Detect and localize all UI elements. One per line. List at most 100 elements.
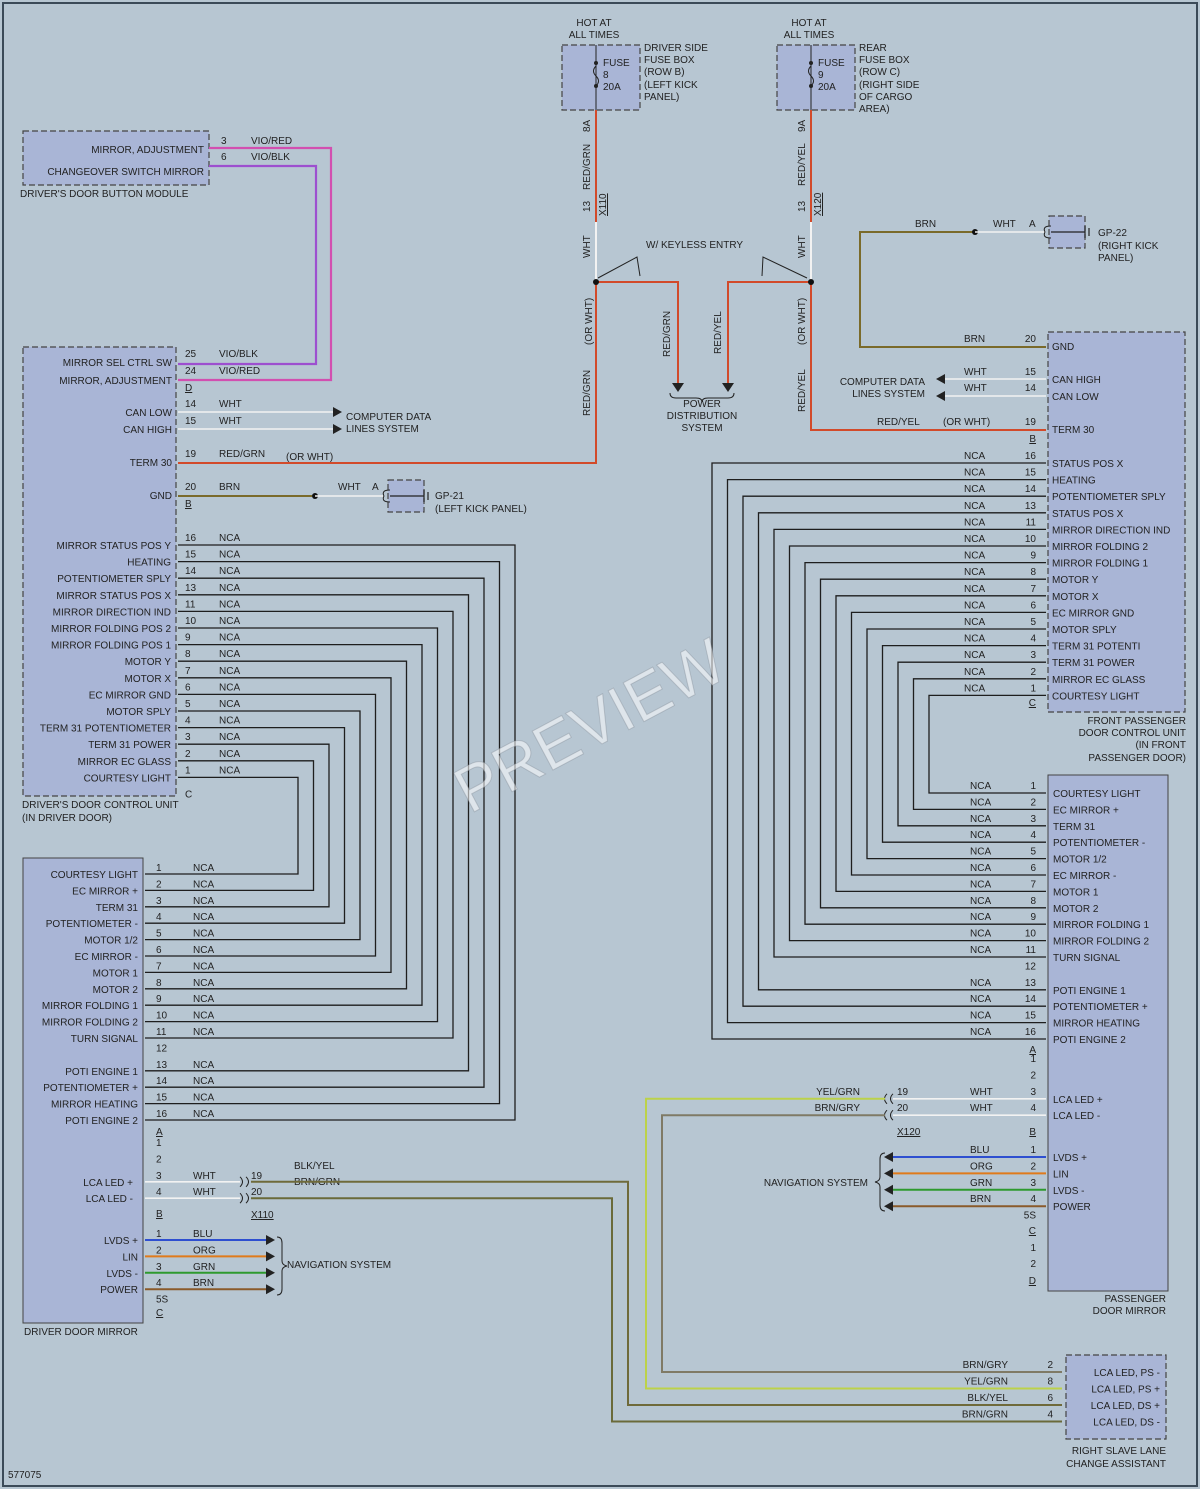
driver-mirror-c-label: LVDS + <box>104 1236 138 1247</box>
passenger-mirror-name: DOOR MIRROR <box>1093 1306 1166 1317</box>
front-passenger-door-control-unit: GND CAN HIGH CAN LOW TERM 30 20 15 14 19… <box>711 229 1186 1040</box>
driver-mirror-row-pin: 13 <box>156 1060 168 1071</box>
passenger-mirror-c-label: LVDS + <box>1053 1153 1087 1164</box>
fpdcu-row-pin: 11 <box>1026 517 1037 528</box>
passenger-mirror-c-wire: ORG <box>970 1161 993 1172</box>
fuse-left-redgrn: RED/GRN <box>582 370 593 416</box>
gp21-ground: WHT A GP-21 (LEFT KICK PANEL) <box>338 479 527 515</box>
passenger-mirror-conn-d: D <box>1029 1276 1036 1287</box>
fuse-left-label: FUSE <box>603 58 630 69</box>
ddcu-top-label: GND <box>150 491 172 502</box>
ddcu-row-pin: 10 <box>185 616 197 627</box>
fpdcu-row-label: HEATING <box>1052 476 1096 487</box>
driver-mirror-row-pin: 11 <box>156 1027 167 1038</box>
passenger-mirror-row-pin: 2 <box>1030 797 1036 808</box>
lca-wire-ds-pos <box>251 1180 1062 1406</box>
passenger-mirror-row-label: MOTOR 1/2 <box>1053 855 1107 866</box>
driver-mirror-row-pin: 7 <box>156 961 162 972</box>
driver-mirror-b-label: LCA LED + <box>83 1178 133 1189</box>
gp22-wire: WHT <box>993 219 1016 230</box>
driver-mirror-row-label: COURTESY LIGHT <box>51 870 138 881</box>
fpdcu-row-wire: NCA <box>964 501 985 512</box>
ddcu-row-pin: 13 <box>185 583 197 594</box>
driver-mirror-row-wire: NCA <box>193 929 214 940</box>
fpdcu-row-pin: 6 <box>1030 600 1036 611</box>
passenger-mirror-b-pin: 4 <box>1030 1103 1036 1114</box>
fuse-left-wht: WHT <box>582 235 593 258</box>
ddcu-conn-c: C <box>185 789 192 800</box>
button-module-wire: VIO/RED <box>251 136 292 147</box>
driver-mirror-name: DRIVER DOOR MIRROR <box>24 1327 138 1338</box>
fpdcu-top-wire: WHT <box>964 367 987 378</box>
drivers-door-control-unit: MIRROR SEL CTRL SW MIRROR, ADJUSTMENT CA… <box>22 346 516 1121</box>
ddcu-can-label: LINES SYSTEM <box>346 424 419 435</box>
fpdcu-top-pin: 14 <box>1025 383 1037 394</box>
fuse-right-number: 9 <box>818 70 824 81</box>
fpdcu-name: FRONT PASSENGER <box>1087 716 1186 727</box>
lca-name: CHANGE ASSISTANT <box>1066 1459 1166 1470</box>
nav-arrow <box>884 1184 893 1195</box>
driver-mirror-row-wire: NCA <box>193 1093 214 1104</box>
ddcu-row-label: POTENTIOMETER SPLY <box>57 574 171 585</box>
ddcu-row-pin: 16 <box>185 533 197 544</box>
passenger-mirror-conn-x: X120 <box>897 1127 921 1138</box>
lca-row-label: LCA LED, DS - <box>1093 1418 1160 1429</box>
lca-row-label: LCA LED, PS + <box>1091 1385 1160 1396</box>
connector-x110-mark <box>239 1176 249 1188</box>
driver-mirror-row-label: POTENTIOMETER - <box>46 919 138 930</box>
fpdcu-row-wire: NCA <box>964 451 985 462</box>
power-distribution-label: POWER <box>683 399 721 410</box>
passenger-mirror-row-pin: 8 <box>1030 896 1036 907</box>
passenger-mirror-c-wire: BRN <box>970 1194 991 1205</box>
ddcu-top-wire: RED/GRN <box>219 449 265 460</box>
ddcu-row-label: EC MIRROR GND <box>89 690 171 701</box>
passenger-mirror-b-cwire: BRN/GRY <box>815 1103 861 1114</box>
fuse-left-redgrn2: RED/GRN <box>662 311 673 357</box>
fpdcu-row-wire: NCA <box>964 517 985 528</box>
lca-row-label: LCA LED, DS + <box>1091 1401 1160 1412</box>
fuse-right-orwht: (OR WHT) <box>797 298 808 345</box>
passenger-mirror-row-pin: 15 <box>1025 1011 1037 1022</box>
driver-mirror-row-pin: 2 <box>156 879 162 890</box>
nca-wire <box>835 595 1046 893</box>
ddcu-top-wire: VIO/RED <box>219 366 260 377</box>
fpdcu-top-wire: WHT <box>964 383 987 394</box>
fpdcu-row-label: STATUS POS X <box>1052 509 1124 520</box>
driver-mirror-row-wire: NCA <box>193 961 214 972</box>
ddcu-top-pin: 19 <box>185 449 197 460</box>
passenger-mirror-c-label: LIN <box>1053 1169 1069 1180</box>
nca-wire <box>145 677 392 974</box>
fuse-left-group: HOT AT ALL TIMES FUSE 8 20A DRIVER SIDE … <box>561 18 708 416</box>
nca-wire <box>742 495 1046 1007</box>
driver-mirror-b-label: LCA LED - <box>86 1194 133 1205</box>
lca-name: RIGHT SLAVE LANE <box>1072 1446 1166 1457</box>
passenger-mirror-row-label: MIRROR HEATING <box>1053 1019 1140 1030</box>
nca-wire <box>145 743 330 908</box>
gp22-brn: BRN <box>915 219 936 230</box>
driver-mirror-row-wire: NCA <box>193 912 214 923</box>
ddcu-row-wire: NCA <box>219 533 240 544</box>
fpdcu-row-pin: 8 <box>1030 567 1036 578</box>
ddcu-row-wire: NCA <box>219 566 240 577</box>
ddcu-row-wire: NCA <box>219 749 240 760</box>
passenger-mirror-row-wire: NCA <box>970 797 991 808</box>
passenger-mirror-c-pin: 1 <box>1030 1145 1036 1156</box>
driver-mirror-row-label: EC MIRROR + <box>72 886 138 897</box>
ddcu-top-pin: B <box>185 499 192 510</box>
fuse-left-desc: (LEFT KICK <box>644 80 698 91</box>
ddcu-top-wire: VIO/BLK <box>219 349 258 360</box>
ddcu-row-pin: 5 <box>185 699 191 710</box>
ddcu-name: (IN DRIVER DOOR) <box>22 813 112 824</box>
driver-mirror-row-label: MIRROR FOLDING 2 <box>42 1018 139 1029</box>
ddcu-row-label: MOTOR Y <box>125 657 172 668</box>
fuse-left-desc: DRIVER SIDE <box>644 43 708 54</box>
fpdcu-row-wire: NCA <box>964 551 985 562</box>
passenger-mirror-b-cwire: YEL/GRN <box>816 1087 860 1098</box>
driver-mirror-b-pin: 3 <box>156 1171 162 1182</box>
fpdcu-top-label: TERM 30 <box>1052 425 1095 436</box>
driver-mirror-c-pin: 1 <box>156 1229 162 1240</box>
passenger-mirror-conn-b: B <box>1029 1127 1036 1138</box>
lca-row-wire: BLK/YEL <box>967 1393 1008 1404</box>
nca-wire <box>773 528 1046 958</box>
ddcu-row-label: COURTESY LIGHT <box>84 773 171 784</box>
